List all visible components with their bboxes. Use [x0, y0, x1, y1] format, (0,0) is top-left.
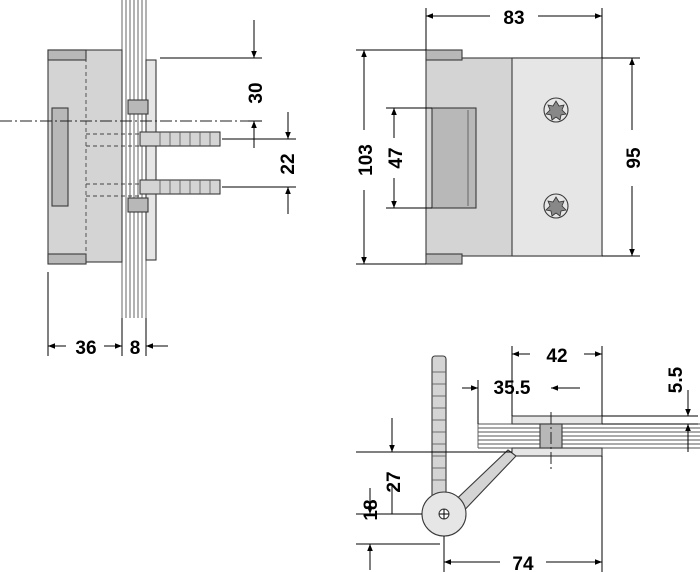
front-slot	[431, 107, 477, 209]
front-view: 83 103 47 95	[356, 8, 645, 265]
dim-top-42: 42	[546, 346, 567, 367]
dim-front-95: 95	[624, 147, 645, 169]
dim-top-18: 18	[361, 499, 382, 520]
glass-panel-top	[477, 423, 700, 449]
dim-front-47: 47	[386, 147, 407, 168]
hinge-leaf-front	[511, 57, 603, 257]
hinge-cap-top	[47, 49, 87, 61]
dim-front-103: 103	[356, 144, 377, 176]
spacer-bottom	[127, 197, 149, 213]
knuckle-bottom	[425, 253, 463, 265]
knuckle-top	[425, 49, 463, 61]
hinge-slot	[51, 107, 69, 207]
glass-panes	[121, 0, 147, 318]
top-view: 42 35.5 5.5 27 18 74	[356, 346, 700, 572]
dim-side-22: 22	[278, 153, 299, 174]
screw-bottom	[543, 193, 569, 219]
top-clamp-upper	[511, 415, 603, 425]
dim-side-36: 36	[75, 338, 96, 359]
hinge-cap-bottom	[47, 253, 87, 265]
dim-top-5-5: 5.5	[666, 366, 687, 393]
dim-front-83: 83	[503, 8, 524, 29]
dim-top-27: 27	[384, 471, 405, 492]
dim-side-8: 8	[130, 338, 141, 359]
side-view: 30 22 36 8	[0, 0, 299, 359]
dim-top-74: 74	[512, 554, 534, 572]
dim-side-30: 30	[246, 82, 267, 103]
clamp-plate	[145, 59, 157, 261]
top-clamp-lower	[511, 447, 603, 457]
spacer-top	[127, 99, 149, 115]
bolt-lower	[139, 179, 221, 195]
bolt-upper	[139, 131, 221, 147]
dim-top-35-5: 35.5	[494, 378, 531, 399]
top-bolt	[431, 355, 447, 503]
screw-top	[543, 97, 569, 123]
